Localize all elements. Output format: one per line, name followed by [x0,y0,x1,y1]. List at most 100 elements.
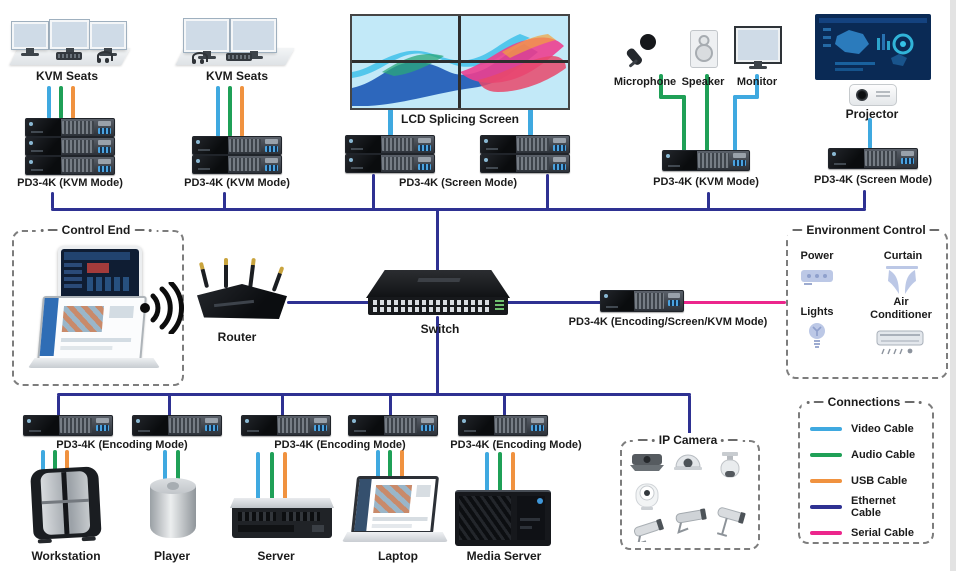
lights-label: Lights [800,306,834,318]
ethernet-stub-enc-2 [168,395,171,416]
speed-dome-camera [720,452,740,478]
usb-cable-workstation [65,450,69,477]
video-cable-workstation [41,450,45,477]
workstation-icon [24,464,108,548]
legend-label: Ethernet Cable [851,495,896,519]
legend-label: Audio Cable [851,449,916,461]
laptop-icon [350,476,440,534]
video-cable-lcd-left [388,108,393,136]
usb-cable-swatch [810,479,842,483]
usb-cable-kvm-a [71,86,75,119]
monitor-icon [90,22,126,56]
microphone-label: Microphone [613,76,677,88]
projector-icon [849,84,897,106]
control-laptop-screen [37,296,147,362]
keyboard-icon [56,52,82,60]
legend-row-audio: Audio Cable [810,449,922,461]
pd3-4k-device [25,137,115,156]
laptop-label: Laptop [378,549,418,563]
pd3-4k-device [132,415,222,436]
ethernet-switch-codec [504,301,602,304]
pd3-kvm-a-label: PD3-4K (KVM Mode) [17,177,123,189]
home-camera [635,483,659,510]
ethernet-stub-enc-4 [389,395,392,416]
pd3-4k-codec-device [600,290,684,312]
audio-cable-microphone-h [659,95,686,99]
air-conditioner-icon [876,330,926,356]
lights-icon [808,322,826,350]
server-label: Server [257,549,295,563]
video-cable-player [163,450,167,481]
switch-label: Switch [420,322,460,336]
serial-cable-swatch [810,531,842,535]
microphone-icon [626,32,662,72]
conference-camera [630,454,664,471]
router-label: Router [217,330,257,344]
legend-row-usb: USB Cable [810,475,922,487]
connections-title: Connections [801,395,927,409]
ethernet-stub-enc-5 [503,395,506,416]
projector-label: Projector [845,107,899,121]
pd3-4k-device [345,135,435,154]
pd3-4k-device [480,154,570,173]
pd3-4k-device [25,118,115,137]
legend-label: Serial Cable [851,527,914,539]
ethernet-stub-enc-3 [281,395,284,416]
usb-cable-kvm-b [240,86,244,137]
lcd-splicing-screen-label: LCD Splicing Screen [400,112,520,126]
pd3-projector-label: PD3-4K (Screen Mode) [814,174,932,186]
dashboard-screen [815,14,931,80]
server-icon [230,498,334,542]
dome-camera [674,454,702,470]
pd3-4k-device [348,415,438,436]
ethernet-cable-swatch [810,505,842,509]
keyboard-icon [226,53,252,61]
media-server-label: Media Server [466,549,542,563]
ethernet-stub-kvm-a [51,192,54,209]
audio-cable-server [270,452,274,500]
legend-row-serial: Serial Cable [810,527,922,539]
headphones-icon [97,51,113,63]
curtain-icon [886,266,918,296]
player-label: Player [153,549,191,563]
video-cable-laptop [376,450,380,487]
router-icon [192,257,292,326]
bullet-camera [633,518,664,542]
ethernet-stub-av [707,192,710,209]
video-cable-monitor-v2 [733,95,737,152]
bullet-camera [675,508,707,534]
audio-cable-player [176,450,180,481]
pd3-4k-device [192,136,282,155]
ethernet-stub-kvm-b [223,192,226,209]
ethernet-bus-bottom [57,393,691,396]
legend-row-ethernet: Ethernet Cable [810,495,922,519]
serial-codec-environment [682,301,786,304]
monitor-label: Monitor [736,76,778,88]
power-label: Power [800,250,834,262]
kvm-seats-a-label: KVM Seats [35,69,99,83]
page-scrollbar[interactable] [950,0,956,571]
monitor-icon [736,28,780,69]
monitor-icon [184,19,229,59]
usb-cable-server [283,452,287,500]
wifi-icon [138,282,188,334]
bullet-camera [716,507,746,537]
pd3-4k-device [192,155,282,174]
usb-cable-laptop [400,450,404,487]
ip-camera-icons [626,452,750,542]
ethernet-stub-screen-right [546,174,549,209]
ethernet-stub-screen-left [372,174,375,209]
laptop-base [342,532,448,542]
monitor-icon [231,19,276,59]
kvm-seats-b-label: KVM Seats [205,69,269,83]
encoder-label-3: PD3-4K (Encoding Mode) [450,439,582,451]
ethernet-stub-projector [863,190,866,209]
pd3-4k-device [458,415,548,436]
player-icon [150,478,196,544]
lcd-splicing-screen [350,14,570,110]
pd3-kvm-b-label: PD3-4K (KVM Mode) [184,177,290,189]
pd3-4k-device [345,154,435,173]
monitor-icon [50,20,89,56]
video-cable-monitor-h [733,95,759,99]
